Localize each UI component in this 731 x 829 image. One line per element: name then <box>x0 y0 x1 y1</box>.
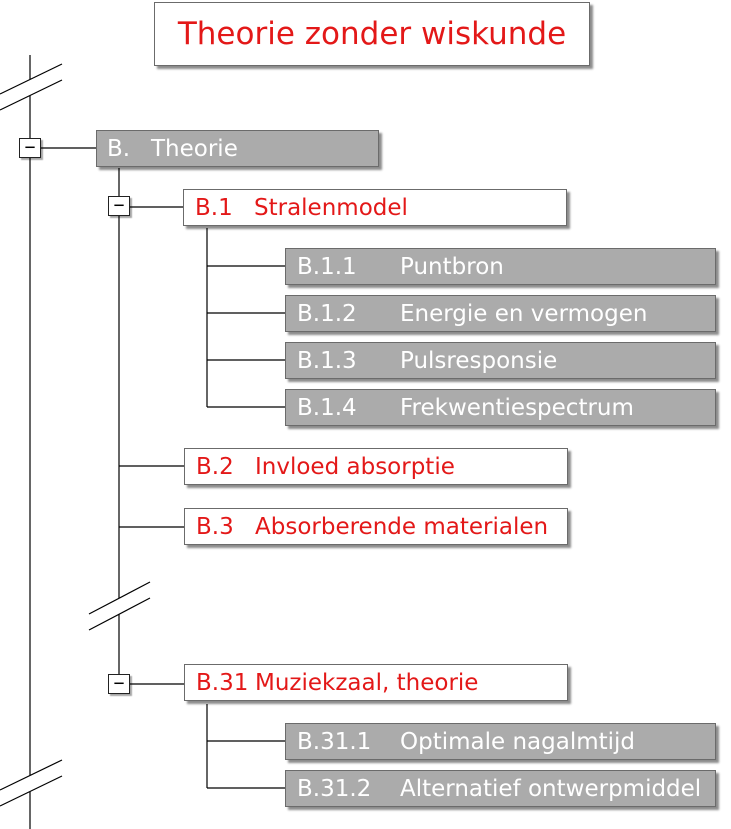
node-code: B.1 <box>195 194 233 221</box>
node-code: B.31.1 <box>297 728 372 755</box>
node-label: Alternatief ontwerpmiddel <box>400 775 702 802</box>
node-code: B.2 <box>196 453 234 480</box>
node-code: B.31 <box>196 669 249 696</box>
node-label: Absorberende materialen <box>255 513 549 540</box>
node-label: Muziekzaal, theorie <box>255 669 479 696</box>
node-leaf[interactable]: B.1.2 Energie en vermogen <box>285 295 716 332</box>
node-section[interactable]: B.2 Invloed absorptie <box>184 448 568 485</box>
node-code: B. <box>107 135 131 162</box>
diagram-title: Theorie zonder wiskunde <box>154 2 590 66</box>
node-section[interactable]: B.31 Muziekzaal, theorie <box>184 664 568 701</box>
node-label: Energie en vermogen <box>400 300 648 327</box>
node-code: B.1.1 <box>297 253 357 280</box>
node-root[interactable]: B. Theorie <box>96 130 379 167</box>
node-section[interactable]: B.1 Stralenmodel <box>183 189 567 226</box>
node-leaf[interactable]: B.1.4 Frekwentiespectrum <box>285 389 716 426</box>
node-code: B.31.2 <box>297 775 372 802</box>
node-label: Optimale nagalmtijd <box>400 728 636 755</box>
collapse-b1-toggle[interactable]: − <box>108 196 130 216</box>
break-mark-top <box>0 63 63 111</box>
node-leaf[interactable]: B.31.1 Optimale nagalmtijd <box>285 723 716 760</box>
node-code: B.1.4 <box>297 394 357 421</box>
node-section[interactable]: B.3 Absorberende materialen <box>184 508 568 545</box>
node-label: Stralenmodel <box>254 194 408 221</box>
node-label: Puntbron <box>400 253 504 280</box>
break-mark-bottom <box>0 759 63 807</box>
break-mark-middle <box>88 581 151 631</box>
node-leaf[interactable]: B.31.2 Alternatief ontwerpmiddel <box>285 770 716 807</box>
collapse-b31-toggle[interactable]: − <box>108 674 130 694</box>
node-code: B.1.2 <box>297 300 357 327</box>
node-label: Invloed absorptie <box>255 453 455 480</box>
node-leaf[interactable]: B.1.3 Pulsresponsie <box>285 342 716 379</box>
node-code: B.3 <box>196 513 234 540</box>
node-leaf[interactable]: B.1.1 Puntbron <box>285 248 716 285</box>
node-label: Pulsresponsie <box>400 347 558 374</box>
node-label: Theorie <box>151 135 238 162</box>
collapse-root-toggle[interactable]: − <box>19 138 41 158</box>
node-code: B.1.3 <box>297 347 357 374</box>
node-label: Frekwentiespectrum <box>400 394 634 421</box>
